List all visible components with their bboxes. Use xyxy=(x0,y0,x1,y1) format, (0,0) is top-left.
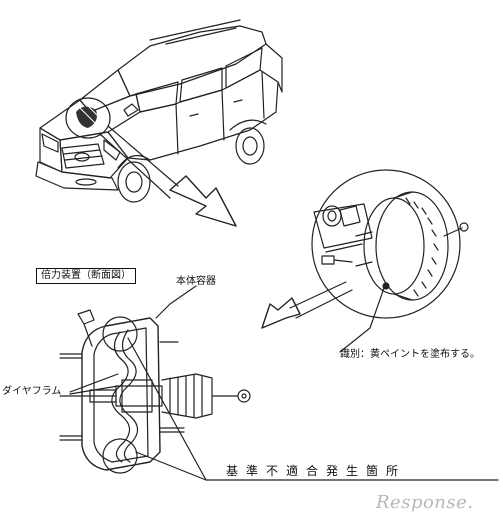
arrow-down-left-icon xyxy=(261,297,301,329)
arrow-down-right-icon xyxy=(169,175,237,227)
identification-label: 識別：黄ペイントを塗布する。 xyxy=(340,349,480,360)
booster-cross-section xyxy=(59,309,251,474)
booster-title-label: 倍力装置（断面図） xyxy=(36,268,136,284)
suv-illustration xyxy=(35,19,283,203)
nonconformity-location-label: 基準不適合発生箇所 xyxy=(226,464,407,478)
response-watermark: Response. xyxy=(376,492,474,513)
diaphragm-label: ダイヤフラム xyxy=(2,386,62,397)
booster-detail-view xyxy=(311,169,469,319)
body-container-label: 本体容器 xyxy=(176,276,216,287)
